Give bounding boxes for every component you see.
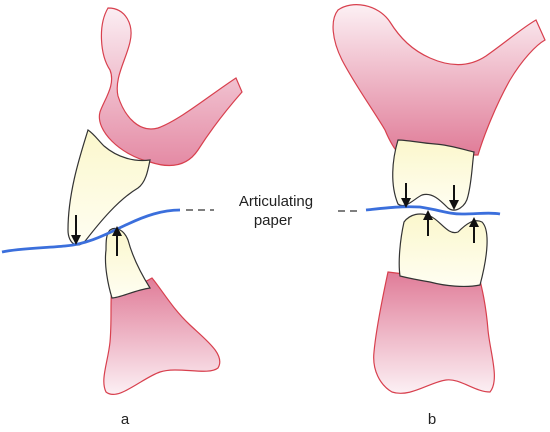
articulating-paper-label-line2: paper — [254, 212, 292, 229]
panel-a-articulating-paper — [1, 208, 181, 254]
articulating-paper-label-line1: Articulating — [239, 193, 313, 210]
panel-b-lower-gum — [373, 271, 495, 394]
panel-b-articulating-paper — [365, 205, 501, 216]
panel-a-upper-tooth — [67, 129, 151, 246]
panel-b-label: b — [428, 411, 436, 428]
panel-a-lower-gum — [103, 277, 221, 395]
panel-a-lower-tooth — [104, 227, 152, 299]
panel-b-upper-gum — [332, 4, 546, 156]
panel-a-upper-gum — [98, 7, 243, 167]
panel-a — [1, 7, 243, 395]
panel-a-label: a — [121, 411, 130, 428]
panel-b-upper-tooth — [392, 139, 475, 211]
panel-b — [332, 4, 546, 394]
